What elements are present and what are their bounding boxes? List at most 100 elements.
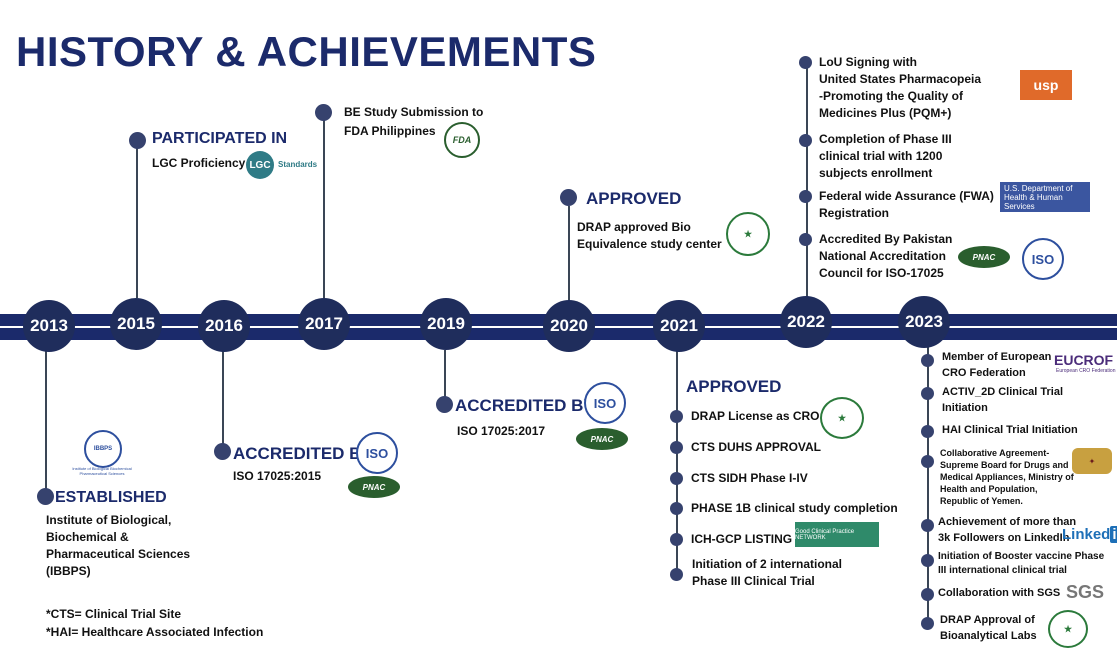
heading-accredited-2016: ACCREDITED BY [233, 444, 373, 463]
connector-2022 [806, 62, 808, 302]
usp-line-1: LoU Signing with [819, 55, 917, 69]
dot-2020 [560, 189, 577, 206]
dot-2023-6 [921, 554, 934, 567]
drap-seal-icon: ★ [726, 212, 770, 256]
linkedin-logo: Linkedin [1062, 526, 1117, 543]
dot-2023-3 [921, 425, 934, 438]
page-title: HISTORY & ACHIEVEMENTS [16, 28, 597, 75]
pnac-line-1: Accredited By Pakistan [819, 232, 953, 246]
activ-line-1: ACTIV_2D Clinical Trial [942, 386, 1064, 398]
dot-2015 [129, 132, 146, 149]
year-2017: 2017 [298, 298, 350, 350]
phase3-line-1: Completion of Phase III [819, 132, 952, 146]
heading-approved-2020: APPROVED [586, 189, 682, 208]
fda-logo: FDA [444, 122, 480, 158]
phase3-line-2: clinical trial with 1200 [819, 149, 943, 163]
year-2019: 2019 [420, 298, 472, 350]
linkedin-logo-in: in [1110, 526, 1117, 543]
heading-approved-2021: APPROVED [686, 377, 782, 396]
year-2015: 2015 [110, 298, 162, 350]
usp-line-3: -Promoting the Quality of [819, 89, 963, 103]
pnac-logo-2019: PNAC [576, 428, 628, 450]
connector-2016 [222, 350, 224, 450]
year-2013: 2013 [23, 300, 75, 352]
sgs-logo: SGS [1066, 582, 1105, 602]
yemen-line-4: Health and Population, [940, 484, 1038, 494]
year-2021: 2021 [653, 300, 705, 352]
dot-2023-2 [921, 387, 934, 400]
dot-2021-5 [670, 533, 683, 546]
yemen-emblem-icon: ✦ [1072, 448, 1112, 474]
dot-2023-1 [921, 354, 934, 367]
iso-logo-2016: ISO [356, 432, 398, 474]
sgs-text: Collaboration with SGS [938, 587, 1061, 599]
dot-2022-1 [799, 56, 812, 69]
eucrof-line-1: Member of European [942, 351, 1052, 363]
dot-2021-4 [670, 502, 683, 515]
fwa-line-2: Registration [819, 206, 890, 220]
connector-2019 [444, 350, 446, 405]
fwa-line-1: Federal wide Assurance (FWA) [819, 189, 994, 203]
heading-accredited-2019: ACCREDITED BY [455, 396, 595, 415]
pnac-line-2: National Accreditation [819, 249, 946, 263]
initiation-trial-line-1: Initiation of 2 international [692, 557, 842, 571]
connector-2017 [323, 120, 325, 298]
heading-established: ESTABLISHED [55, 489, 167, 506]
dot-2022-3 [799, 190, 812, 203]
heading-participated: PARTICIPATED IN [152, 130, 288, 147]
linkedin-line-2: 3k Followers on LinkedIn [938, 532, 1070, 544]
yemen-line-3: Medical Appliances, Ministry of [940, 472, 1074, 482]
dot-2022-2 [799, 134, 812, 147]
linkedin-line-1: Achievement of more than [938, 516, 1077, 528]
booster-line-1: Initiation of Booster vaccine Phase [938, 551, 1105, 562]
year-2020: 2020 [543, 300, 595, 352]
connector-2023 [927, 345, 929, 623]
bioanalytical-line-1: DRAP Approval of [940, 614, 1035, 626]
year-2022: 2022 [780, 296, 832, 348]
dot-2017 [315, 104, 332, 121]
hai-trial-text: HAI Clinical Trial Initiation [942, 424, 1078, 436]
dot-2021-2 [670, 441, 683, 454]
yemen-line-5: Republic of Yemen. [940, 496, 1023, 506]
initiation-trial-line-2: Phase III Clinical Trial [692, 574, 815, 588]
dot-2016 [214, 443, 231, 460]
iso-logo-2022: ISO [1022, 238, 1064, 280]
dot-2013 [37, 488, 54, 505]
phase-1b-text: PHASE 1B clinical study completion [691, 501, 898, 515]
cts-duhs-text: CTS DUHS APPROVAL [691, 440, 822, 454]
be-study-line-2: FDA Philippines [344, 124, 436, 138]
drap-be-line-2: Equivalence study center [577, 237, 722, 251]
cts-sidh-text: CTS SIDH Phase I-IV [691, 471, 808, 485]
dot-2023-5 [921, 519, 934, 532]
ibbps-line-2: Biochemical & [46, 530, 129, 544]
dot-2021-1 [670, 410, 683, 423]
footnote-cts: *CTS= Clinical Trial Site [46, 607, 182, 621]
linkedin-logo-text: Linked [1062, 526, 1111, 543]
year-2016: 2016 [198, 300, 250, 352]
ich-gcp-text: ICH-GCP LISTING [691, 532, 793, 546]
eucrof-logo: EUCROF [1054, 352, 1114, 368]
iso-logo-2019: ISO [584, 382, 626, 424]
usp-logo: usp [1020, 70, 1072, 100]
be-study-line-1: BE Study Submission to [344, 105, 484, 119]
pnac-logo-2022: PNAC [958, 246, 1010, 268]
ibbps-logo: IBBPS [84, 430, 122, 468]
dot-2023-8 [921, 617, 934, 630]
connector-2021 [676, 350, 678, 578]
year-2023: 2023 [898, 296, 950, 348]
booster-line-2: III international clinical trial [938, 565, 1067, 576]
ibbps-line-1: Institute of Biological, [46, 513, 172, 527]
yemen-line-2: Supreme Board for Drugs and [940, 460, 1069, 470]
hhs-logo: U.S. Department of Health & Human Servic… [1000, 182, 1090, 212]
ibbps-line-4: (IBBPS) [46, 564, 91, 578]
eucrof-logo-sub: European CRO Federation [1056, 368, 1116, 374]
drap-be-line-1: DRAP approved Bio [577, 220, 691, 234]
eucrof-line-2: CRO Federation [942, 367, 1026, 379]
pnac-line-3: Council for ISO-17025 [819, 266, 944, 280]
usp-line-2: United States Pharmacopeia [819, 72, 982, 86]
yemen-line-1: Collaborative Agreement- [940, 448, 1050, 458]
gcp-network-logo: Good Clinical Practice NETWORK [795, 522, 879, 547]
connector-2015 [136, 146, 138, 298]
activ-line-2: Initiation [942, 402, 988, 414]
bioanalytical-line-2: Bioanalytical Labs [940, 630, 1037, 642]
